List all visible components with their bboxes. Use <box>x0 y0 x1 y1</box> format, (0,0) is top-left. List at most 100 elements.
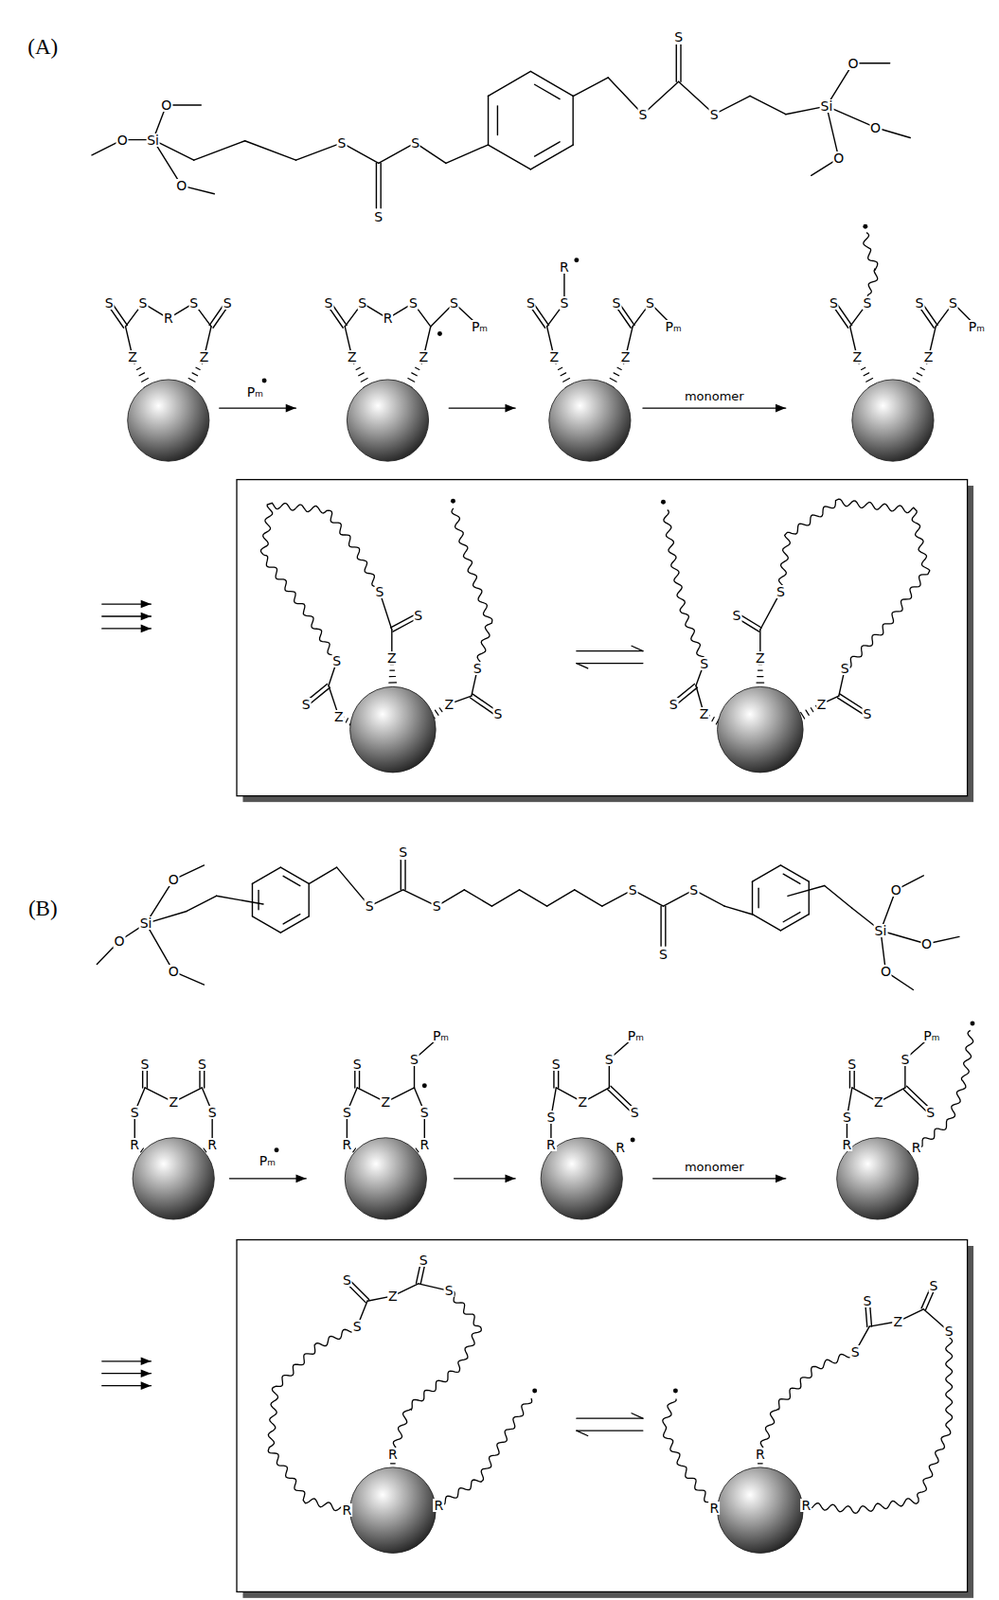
bond <box>752 865 782 882</box>
atom-label: S <box>196 1057 208 1071</box>
bond <box>257 890 259 910</box>
atom-label: S <box>775 585 786 599</box>
atom-label: S <box>545 1110 556 1124</box>
atom-label: Z <box>620 350 632 364</box>
bond <box>805 710 809 715</box>
atom-label: O <box>167 873 180 887</box>
atom-label: Z <box>923 350 935 364</box>
bond <box>280 916 309 933</box>
bond <box>251 916 281 933</box>
atom-label: S <box>525 296 536 310</box>
atom-label: R <box>708 1501 720 1516</box>
bond <box>283 875 301 886</box>
atom-label: R <box>545 1138 557 1152</box>
particle-sphere <box>350 686 437 773</box>
bond <box>142 378 149 383</box>
bond <box>136 367 141 370</box>
arrow-head <box>141 600 152 609</box>
atom-label: Z <box>417 350 429 364</box>
atom-label: S <box>374 585 385 599</box>
atom-label: S <box>373 210 384 224</box>
bond <box>749 95 786 114</box>
bond <box>308 883 310 916</box>
atom-label: Si <box>145 133 161 147</box>
atom-label: Z <box>346 350 358 364</box>
atom-label: S <box>644 296 656 310</box>
bond <box>863 373 870 376</box>
bond <box>215 895 264 905</box>
bond <box>642 81 679 114</box>
atom-label: Si <box>874 924 889 938</box>
atom-label: S <box>352 1057 363 1071</box>
atom-label: O <box>175 178 188 193</box>
panel-letter: (A) <box>26 35 59 57</box>
particle-sphere <box>540 1138 623 1220</box>
atom-label: S <box>431 899 443 913</box>
bond <box>439 708 443 713</box>
bond <box>824 886 853 910</box>
atom-label: R <box>418 1138 430 1152</box>
radical-dot <box>660 499 666 505</box>
bond <box>445 144 488 163</box>
atom-label: S <box>558 296 570 310</box>
arrow-label: monomer <box>683 390 746 403</box>
atom-label: S <box>610 296 622 310</box>
bond <box>631 1413 643 1419</box>
bond <box>530 144 573 170</box>
atom-label: Z <box>198 350 211 364</box>
arrow-head <box>504 1175 516 1184</box>
bond <box>712 717 714 722</box>
atom-label: O <box>920 937 933 951</box>
arrow-head <box>141 1369 152 1378</box>
atom-label: S <box>419 1106 430 1120</box>
atom-label: S <box>668 697 679 712</box>
bond <box>558 367 563 370</box>
bond <box>280 867 309 884</box>
atom-label: S <box>301 697 312 712</box>
bond <box>571 95 573 145</box>
bond <box>576 662 643 664</box>
atom-label: S <box>222 296 233 310</box>
atom-label: S <box>129 1106 141 1120</box>
atom-label: S <box>629 1106 641 1120</box>
atom-label: R <box>387 1447 399 1462</box>
arrow-head <box>285 404 297 413</box>
arrow-head <box>141 1381 152 1391</box>
atom-label: S <box>352 1320 363 1334</box>
atom-label: Pₘ <box>626 1029 645 1043</box>
particle-sphere <box>852 379 934 462</box>
bond <box>756 681 765 683</box>
bond <box>360 378 368 383</box>
bond <box>757 1462 763 1464</box>
atom-label: S <box>709 107 720 122</box>
bond <box>660 906 661 946</box>
atom-label: O <box>869 121 882 135</box>
bond <box>642 407 786 409</box>
radical-dot <box>573 257 579 263</box>
bond <box>497 106 499 136</box>
bond <box>415 367 420 370</box>
bond <box>530 71 573 96</box>
bond <box>576 1430 589 1436</box>
polymer-chain <box>662 1399 715 1509</box>
arrow-head <box>296 1175 307 1184</box>
particle-sphere <box>127 379 210 462</box>
atom-label: Z <box>386 651 398 665</box>
bond <box>547 890 575 907</box>
atom-label: S <box>899 1052 910 1067</box>
bond <box>783 874 801 884</box>
polymer-chain <box>260 502 382 661</box>
atom-label: R <box>433 1498 446 1513</box>
atom-label: S <box>913 296 925 310</box>
atom-label: S <box>862 296 874 310</box>
atom-label: S <box>137 296 148 310</box>
bond <box>576 1429 643 1431</box>
atom-label: O <box>890 883 903 897</box>
atom-label: Z <box>816 697 828 712</box>
atom-label: S <box>104 296 115 310</box>
atom-label: Z <box>873 1095 885 1109</box>
bond <box>192 373 198 376</box>
atom-label: S <box>412 608 424 623</box>
particle-sphere <box>350 1467 437 1554</box>
radical-dot <box>274 1147 280 1153</box>
